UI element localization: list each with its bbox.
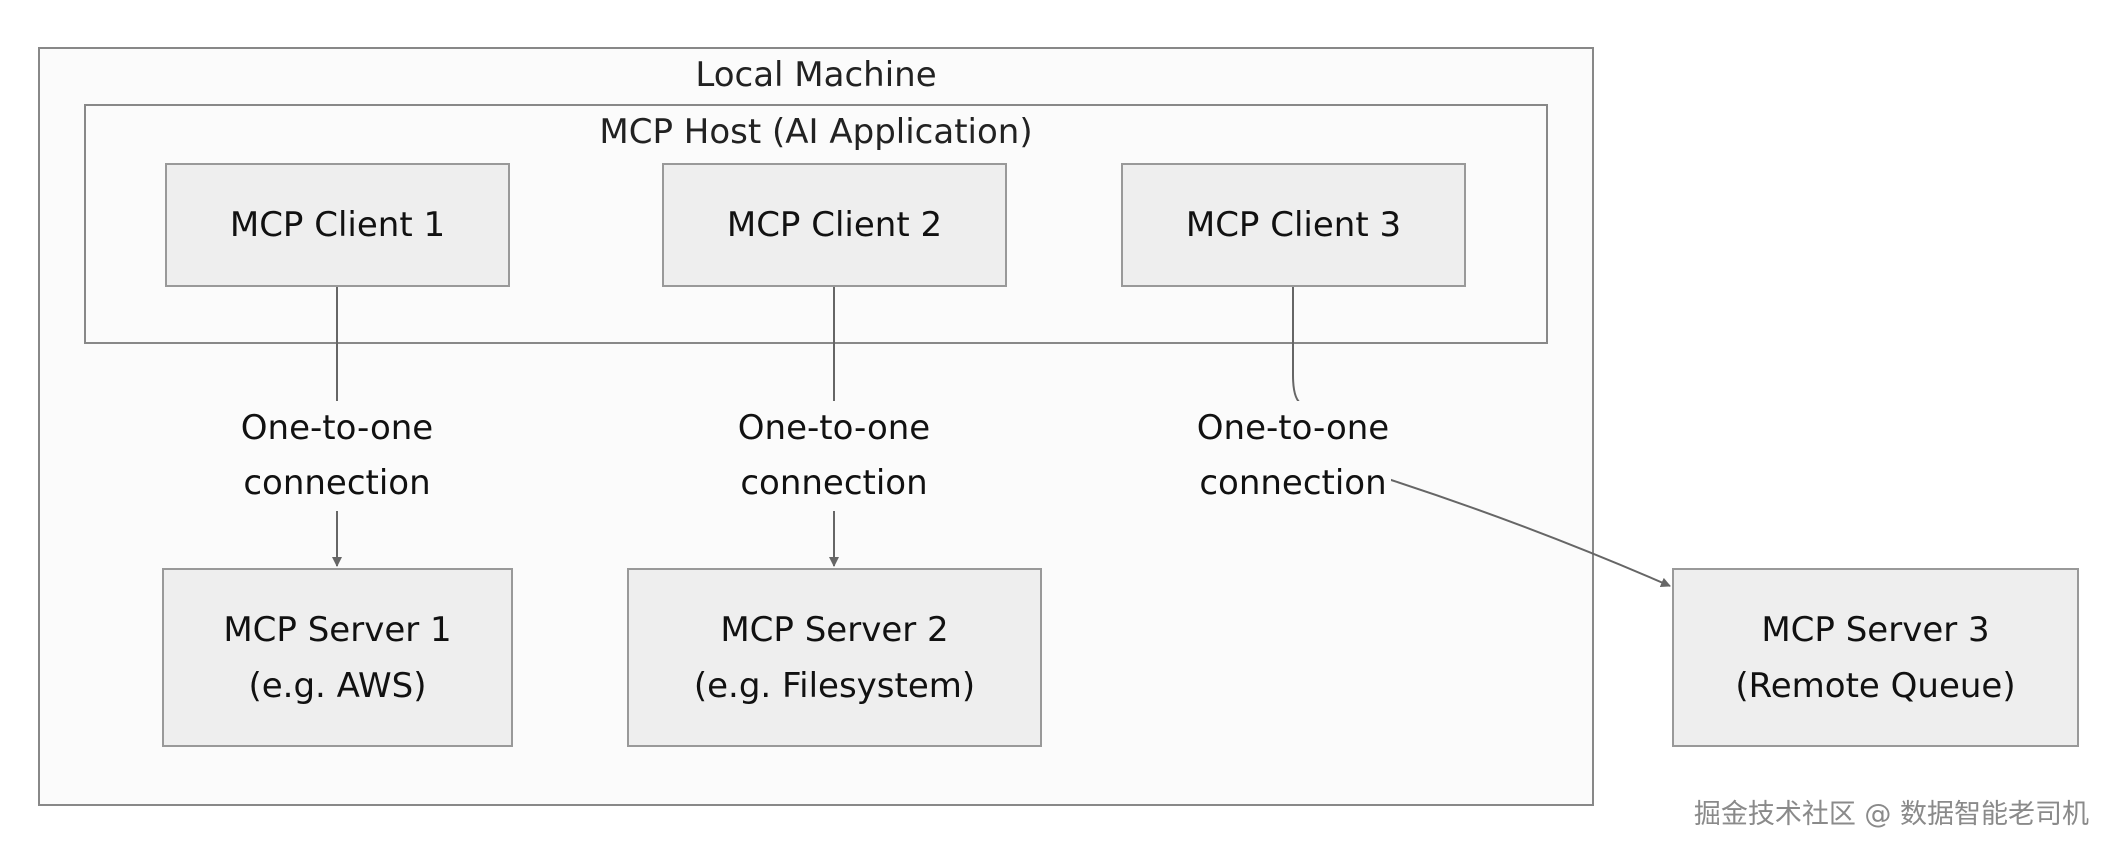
edge-label-1-line1: One-to-one [236, 401, 438, 456]
mcp-client-1-label: MCP Client 1 [229, 205, 446, 245]
mcp-client-2-node: MCP Client 2 [662, 163, 1007, 287]
mcp-client-2-label: MCP Client 2 [726, 205, 943, 245]
watermark: 掘金技术社区 @ 数据智能老司机 [1693, 799, 2089, 830]
edge-label-2-line2: connection [736, 456, 932, 511]
mcp-server-1-node: MCP Server 1 (e.g. AWS) [162, 568, 513, 747]
mcp-server-3-title: MCP Server 3 [1761, 609, 1990, 650]
edge-label-1: One-to-one connection [207, 401, 467, 511]
mcp-server-1-detail: (e.g. AWS) [248, 665, 427, 706]
mcp-server-3-detail: (Remote Queue) [1735, 665, 2016, 706]
edge-label-1-line2: connection [239, 456, 435, 511]
mcp-server-2-detail: (e.g. Filesystem) [693, 665, 976, 706]
mcp-server-2-title: MCP Server 2 [720, 609, 949, 650]
edge-label-3: One-to-one connection [1163, 401, 1423, 511]
edge-label-2-line1: One-to-one [733, 401, 935, 456]
edge-label-3-line1: One-to-one [1192, 401, 1394, 456]
local-machine-title: Local Machine [695, 55, 937, 95]
mcp-client-3-node: MCP Client 3 [1121, 163, 1466, 287]
mcp-client-1-node: MCP Client 1 [165, 163, 510, 287]
mcp-host-title: MCP Host (AI Application) [599, 112, 1033, 152]
mcp-server-2-node: MCP Server 2 (e.g. Filesystem) [627, 568, 1042, 747]
edge-label-3-line2: connection [1195, 456, 1391, 511]
mcp-server-3-node: MCP Server 3 (Remote Queue) [1672, 568, 2079, 747]
edge-label-2: One-to-one connection [704, 401, 964, 511]
mcp-server-1-title: MCP Server 1 [223, 609, 452, 650]
mcp-client-3-label: MCP Client 3 [1185, 205, 1402, 245]
